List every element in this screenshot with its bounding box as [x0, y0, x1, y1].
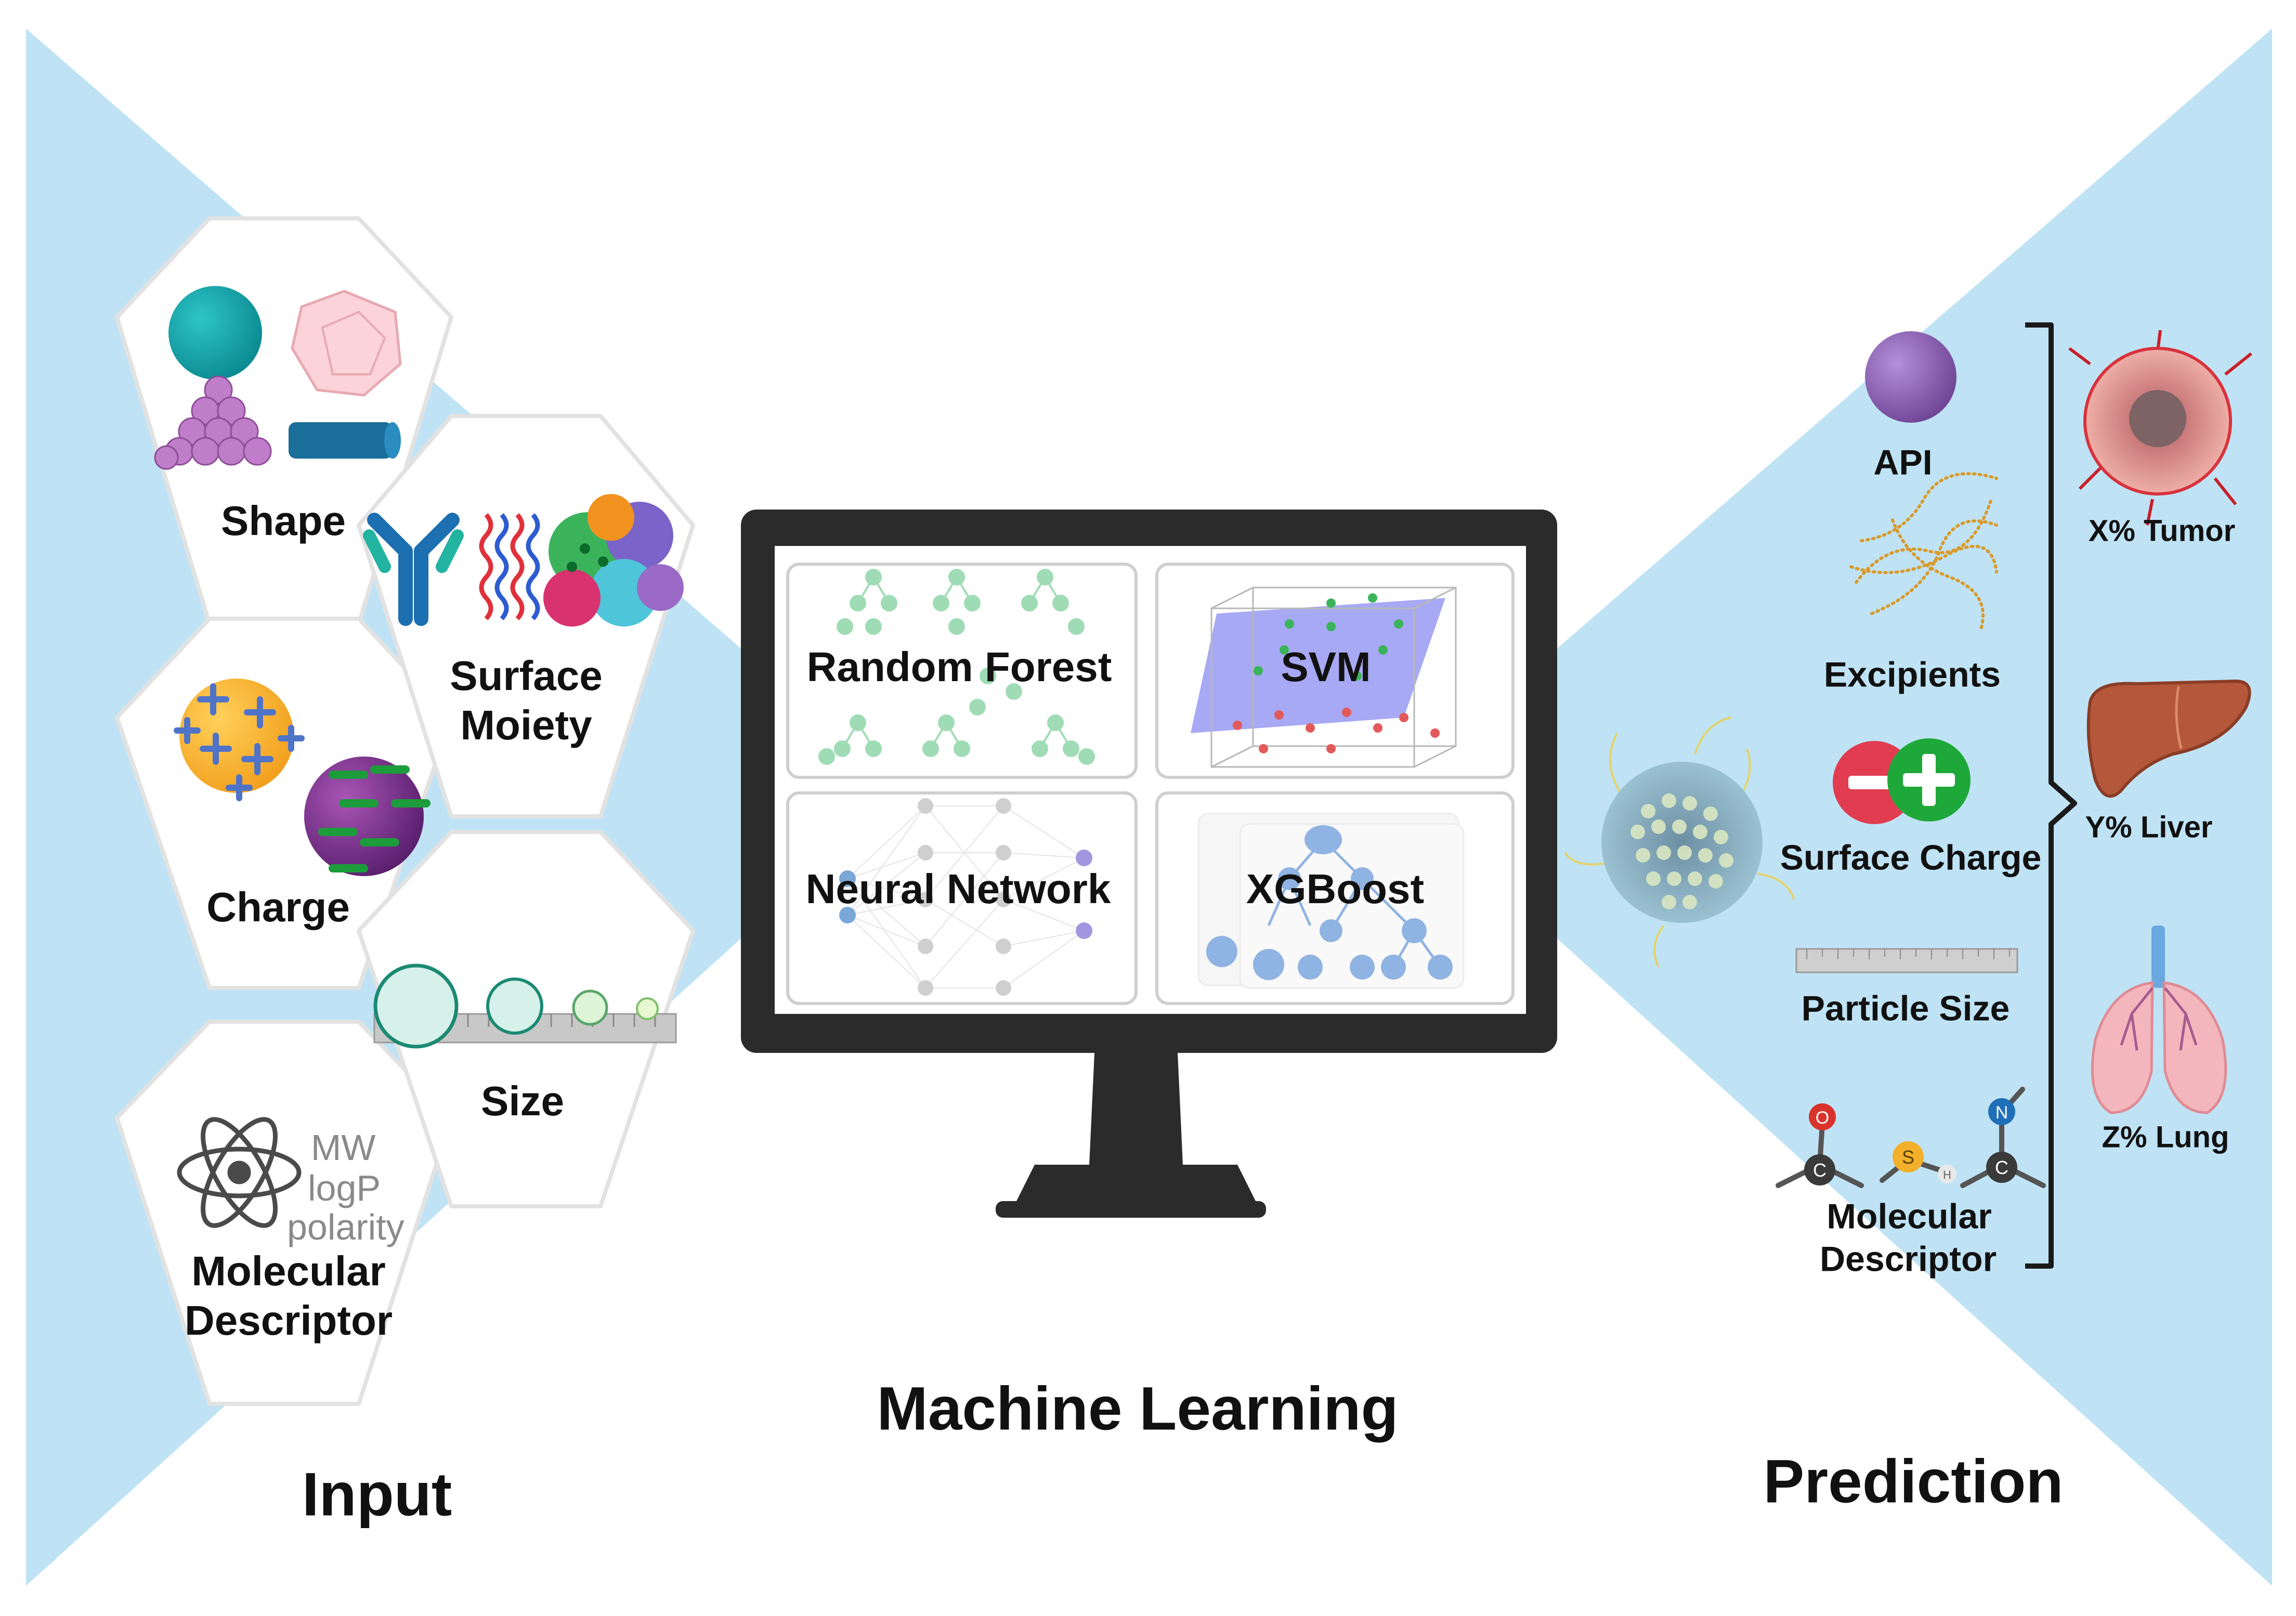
api-sphere-icon [1865, 331, 1956, 423]
atom-nitrogen [1988, 1098, 2015, 1125]
model-svm: SVM [1281, 643, 1371, 690]
neural-network-icon [839, 798, 1092, 996]
descriptor-term-mw: MW [311, 1127, 376, 1168]
prediction-label-api: API [1873, 442, 1933, 483]
model-random-forest: Random Forest [806, 643, 1112, 690]
polymer-chain-icon [479, 513, 540, 621]
ruler-icon [1795, 948, 2018, 973]
molecule-icon: O C S H N C [1776, 1087, 2046, 1188]
dodecahedron-icon [291, 290, 402, 397]
model-xgboost: XGBoost [1246, 865, 1425, 912]
input-label-molecular: Molecular [191, 1247, 386, 1294]
input-label-moiety: Moiety [460, 701, 592, 748]
positive-particle-icon [174, 679, 305, 801]
model-neural-network: Neural Network [805, 865, 1111, 912]
atom-oxygen [1809, 1103, 1836, 1130]
charge-plus-minus-icon [1833, 738, 1971, 824]
section-title-prediction: Prediction [1763, 1447, 2064, 1516]
prediction-label-particle-size: Particle Size [1801, 988, 2010, 1028]
rod-icon [289, 422, 401, 459]
cluster-icon [154, 375, 272, 470]
organ-label-tumor: X% Tumor [2088, 514, 2236, 548]
liver-icon [2086, 679, 2251, 798]
svm-plot-icon [1191, 587, 1457, 768]
lung-icon [2091, 926, 2227, 1114]
nanoparticle-icon [1564, 716, 1795, 968]
prediction-label-surface-charge: Surface Charge [1780, 838, 2042, 878]
input-label-surface: Surface [450, 652, 603, 699]
atom-label-o: O [1816, 1108, 1829, 1128]
input-label-size: Size [480, 1077, 565, 1124]
negative-particle-icon [304, 757, 430, 876]
input-label-descriptor: Descriptor [184, 1297, 393, 1344]
bracket-icon [2025, 322, 2077, 1269]
section-title-input: Input [302, 1460, 452, 1529]
sphere-icon [168, 286, 262, 380]
xgboost-icon [1197, 813, 1465, 989]
prediction-label-molecular: Molecular [1827, 1196, 1992, 1236]
atom-label-s: S [1902, 1146, 1914, 1168]
prediction-label-descriptor: Descriptor [1819, 1239, 1997, 1279]
atom-carbon-1 [1804, 1154, 1835, 1185]
input-label-charge: Charge [206, 883, 350, 930]
descriptor-term-logp: logP [308, 1168, 381, 1208]
prediction-label-excipients: Excipients [1823, 655, 2001, 695]
atom-carbon-2 [1986, 1152, 2017, 1183]
random-forest-trees-icon [818, 569, 1095, 765]
organ-label-lung: Z% Lung [2102, 1120, 2229, 1154]
antibody-icon [363, 513, 464, 626]
organ-label-liver: Y% Liver [2085, 810, 2213, 844]
protein-icon [543, 494, 684, 627]
input-label-shape: Shape [220, 497, 346, 544]
atom-label-c1: C [1813, 1159, 1827, 1181]
panel-neural-network [786, 791, 1138, 1005]
atom-icon [177, 1117, 302, 1228]
atom-label-h: H [1943, 1168, 1951, 1181]
descriptor-term-polarity: polarity [287, 1207, 405, 1247]
excipient-fibers-icon [1849, 472, 1998, 631]
tumor-icon [2068, 330, 2252, 526]
section-title-machine-learning: Machine Learning [877, 1374, 1399, 1443]
atom-hydrogen [1938, 1165, 1956, 1183]
atom-label-n: N [1995, 1103, 2008, 1123]
circles-on-ruler-icon [373, 963, 677, 1049]
atom-label-c2: C [1995, 1157, 2008, 1178]
atom-sulfur [1893, 1141, 1924, 1172]
